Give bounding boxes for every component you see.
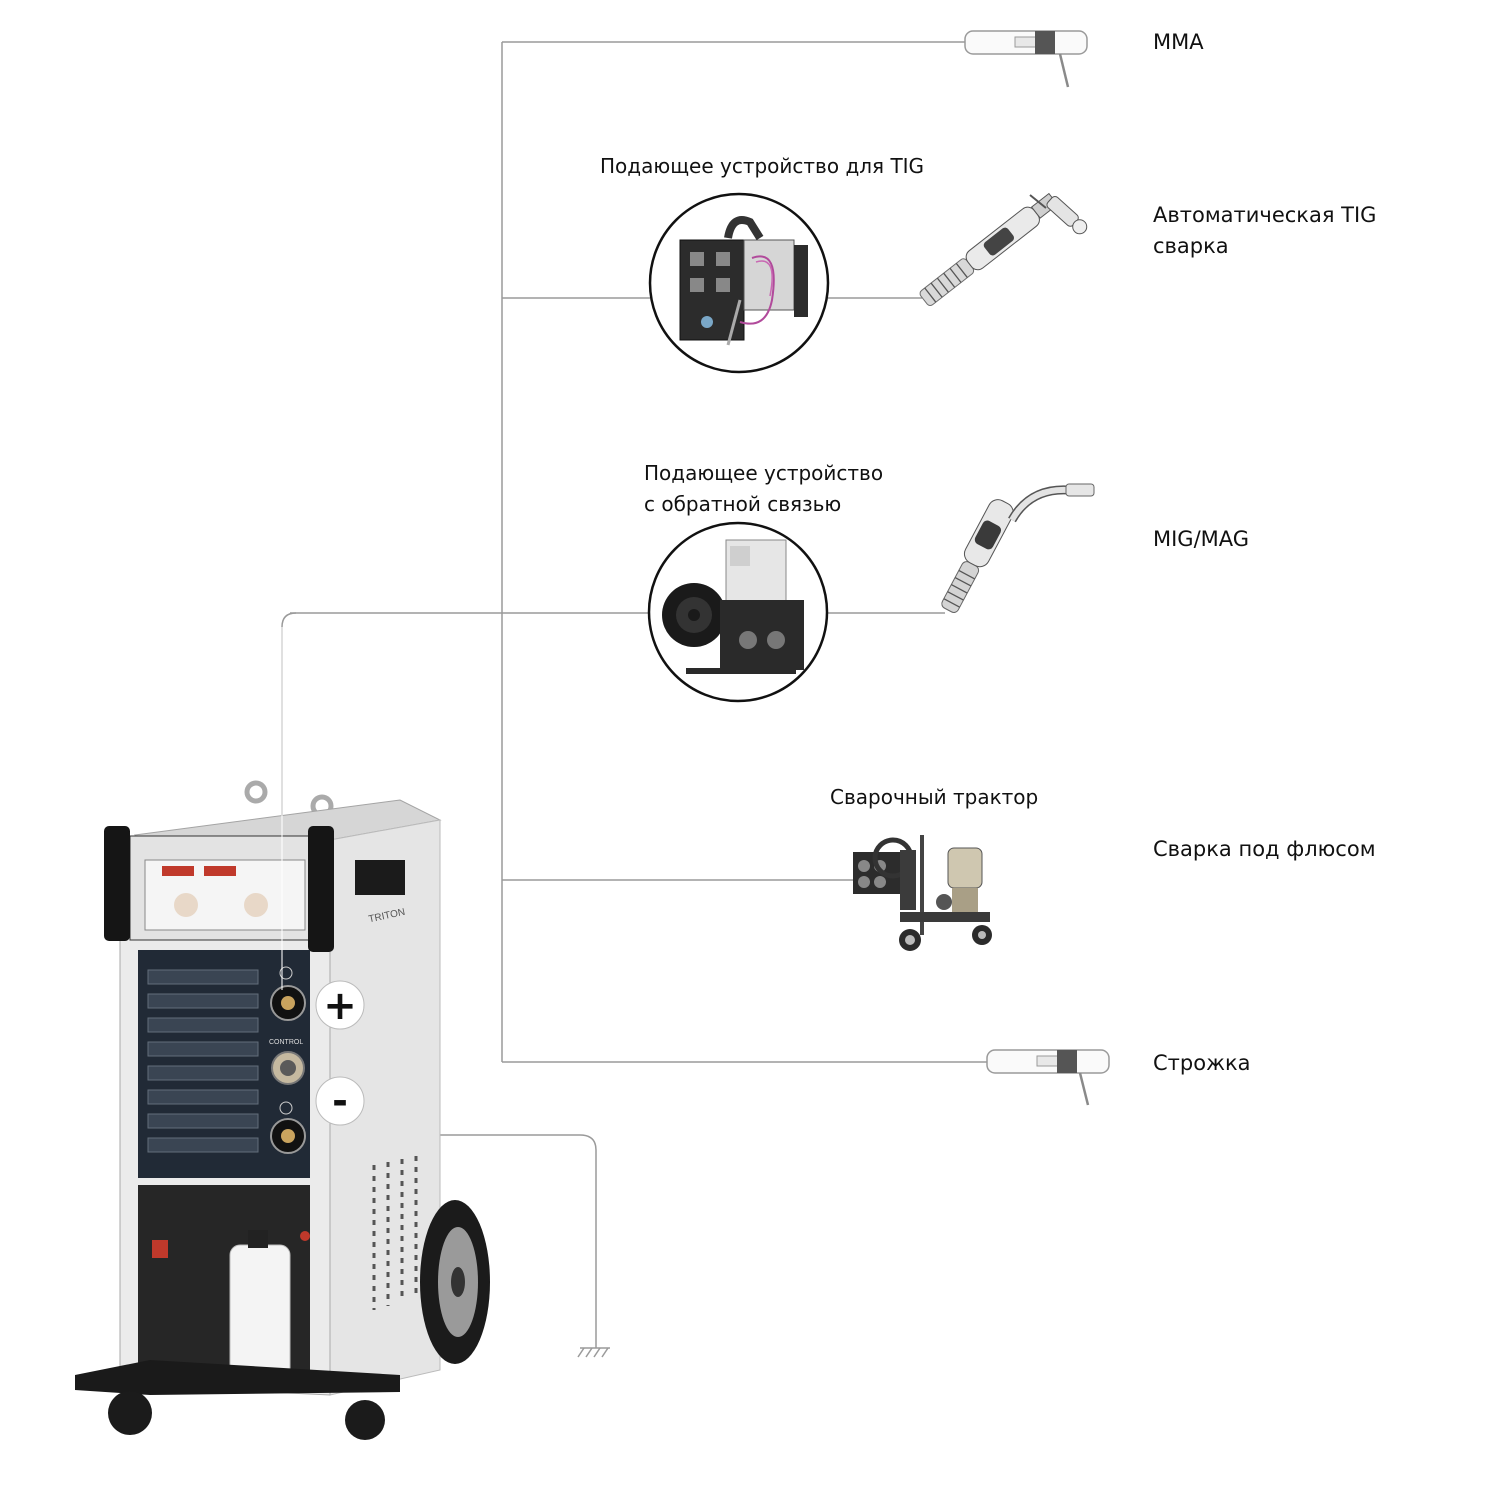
front-louvers: [147, 969, 259, 1153]
gouging-holder-icon: [986, 1049, 1110, 1106]
control-label: CONTROL: [269, 1039, 303, 1046]
gouging-label: Строжка: [1153, 1051, 1251, 1075]
plus-sign: +: [323, 983, 357, 1029]
feedback-feeder-photo: [647, 521, 829, 703]
mma-electrode-holder-icon: [964, 30, 1088, 88]
plus-badge: [315, 980, 365, 1030]
ground-line: [300, 1134, 597, 1348]
side-vents: [372, 1156, 418, 1310]
tig-torch-icon: [919, 192, 1088, 306]
minus-badge: [315, 1076, 365, 1126]
machine-plus-line: [281, 612, 297, 1005]
ground-icon: [577, 1347, 610, 1358]
feedback-feeder-caption-line1: Подающее устройство: [644, 461, 884, 485]
welding-tractor-photo: [853, 835, 992, 951]
front-caster-left: [108, 1391, 152, 1435]
mig-torch-icon: [941, 483, 1095, 613]
tig-feeder-caption: Подающее устройство для TIG: [600, 154, 925, 178]
submerged-arc-label: Сварка под флюсом: [1153, 837, 1376, 861]
front-caster-right: [345, 1400, 385, 1440]
mma-label: MMA: [1153, 30, 1204, 54]
minus-sign: -: [332, 1079, 348, 1123]
auto-tig-label-line1: Автоматическая TIG: [1153, 203, 1377, 227]
tig-feeder-photo: [648, 192, 830, 374]
feedback-feeder-caption-line2: с обратной связью: [644, 492, 842, 516]
auto-tig-label-line2: сварка: [1153, 234, 1229, 258]
mig-mag-label: MIG/MAG: [1153, 527, 1250, 551]
connection-lines: [281, 41, 988, 1348]
tractor-caption: Сварочный трактор: [830, 785, 1039, 809]
lifting-eye-left: [244, 780, 268, 804]
